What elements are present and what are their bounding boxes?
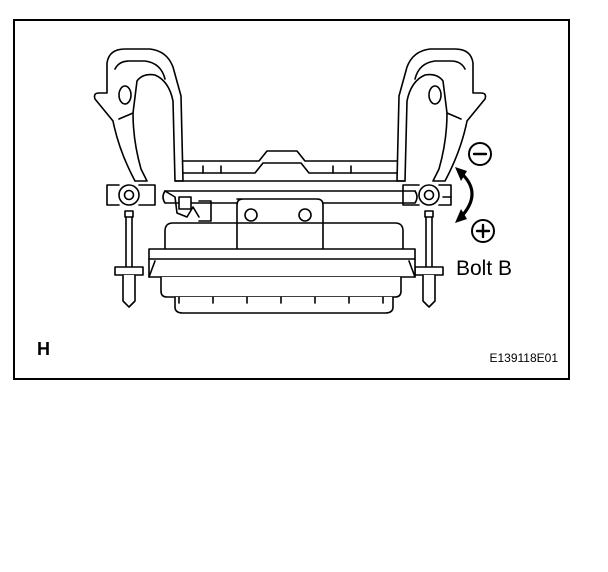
left-bracket: [93, 48, 184, 182]
ecu-body: [148, 198, 416, 314]
right-bracket: [396, 48, 487, 182]
figure-code: E139118E01: [489, 351, 558, 365]
wire-clip: [164, 190, 212, 222]
figure-frame: Bolt B H E139118E01: [13, 19, 570, 380]
rotation-arrow: [455, 167, 474, 223]
cross-member: [162, 150, 418, 204]
right-bolt-assembly: [402, 184, 452, 308]
tighten-symbol-icon: [471, 219, 495, 243]
loosen-symbol-icon: [468, 142, 492, 166]
bolt-label: Bolt B: [456, 257, 513, 280]
left-bolt-assembly: [106, 184, 156, 308]
figure-letter: H: [37, 339, 50, 359]
ecu-bracket-illustration: [93, 48, 495, 314]
